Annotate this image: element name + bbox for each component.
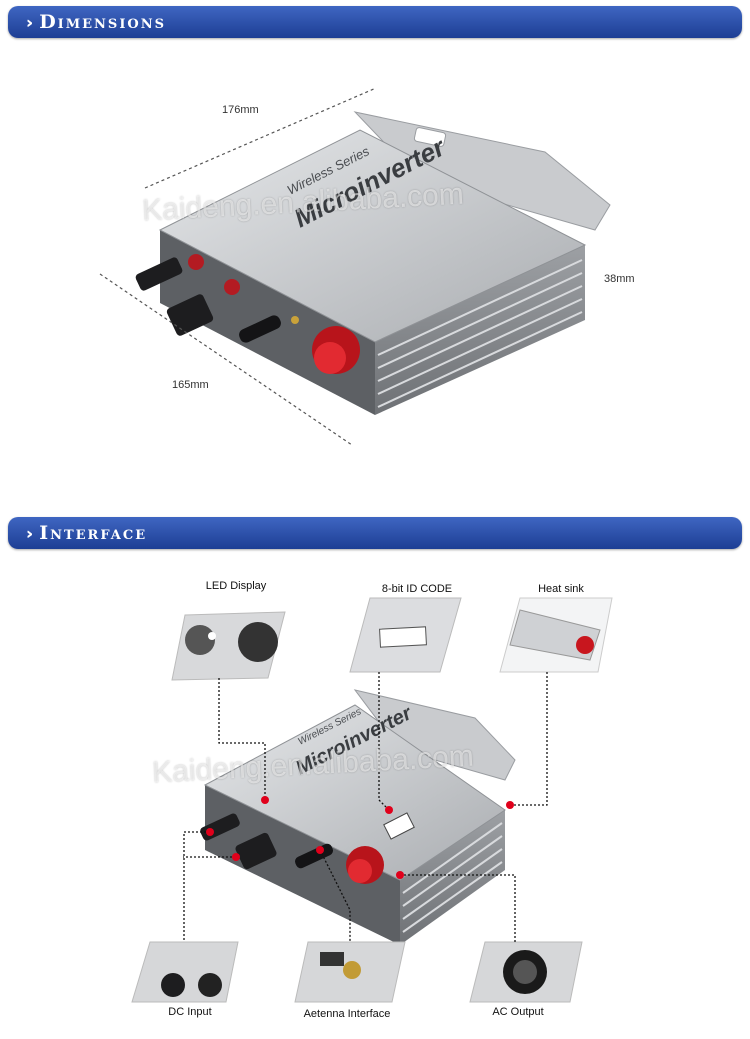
section-banner-dimensions: ›› Dimensions [8,6,742,38]
callout-antenna-interface: Aetenna Interface [303,1008,391,1020]
double-chevron-right-icon: ›› [26,523,34,543]
callout-led-display: LED Display [205,580,267,592]
callout-dc-input: DC Input [168,1006,212,1018]
height-dimension-label: 38mm [604,273,635,285]
section-banner-interface: ›› Interface [8,517,742,549]
ac-output-connector [312,326,360,374]
inverter-dimensions-image: Wireless Series Microinverter [99,87,611,446]
callout-heat-sink: Heat sink [538,583,584,595]
section-title-interface: Interface [39,522,148,544]
width-dimension-label: 165mm [172,379,209,391]
length-dimension-label: 176mm [222,104,259,116]
callout-id-code: 8-bit ID CODE [381,583,453,595]
section-title-dimensions: Dimensions [39,11,166,33]
callout-ac-output: AC Output [492,1006,544,1018]
dc-input-connectors [135,254,240,336]
antenna-connector [239,315,281,343]
inverter-interface-image: Wireless Series Microinverter [131,597,613,1003]
id-code-sticker [383,812,415,840]
